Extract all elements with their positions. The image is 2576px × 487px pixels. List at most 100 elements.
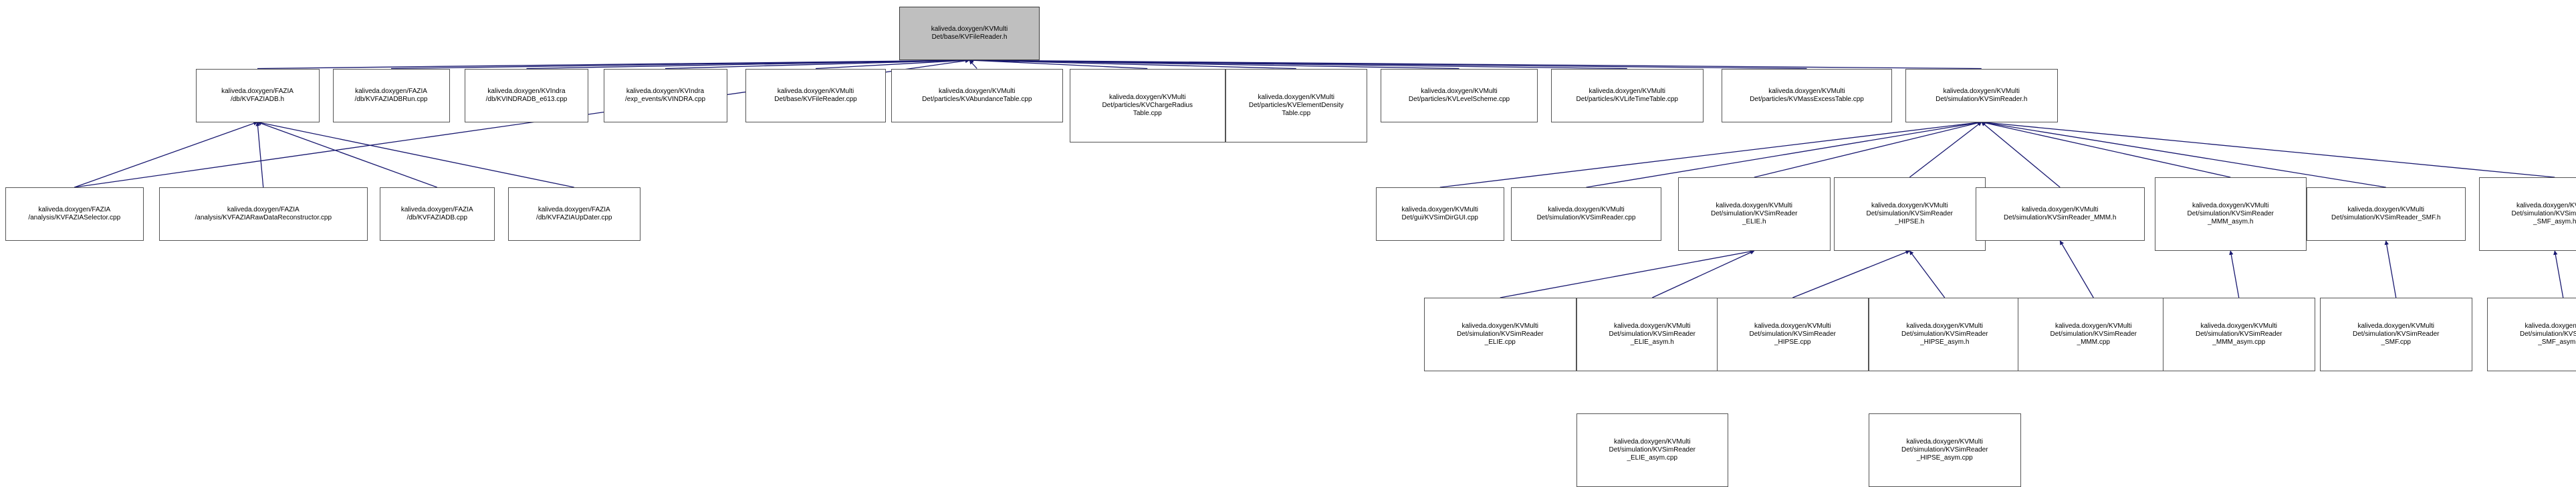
node-label-line: Det/simulation/KVSimReader	[1609, 446, 1696, 454]
edge-elie-h-to-simreader-h	[1754, 122, 1982, 178]
node-label-line: kaliveda.doxygen/KVMulti	[2192, 202, 2269, 210]
node-fazia-selector[interactable]: kaliveda.doxygen/FAZIA/analysis/KVFAZIAS…	[5, 187, 144, 241]
node-label-line: Det/simulation/KVSimReader.h	[1936, 96, 2027, 104]
node-fazia-db-cpp[interactable]: kaliveda.doxygen/FAZIA/db/KVFAZIADB.cpp	[380, 187, 495, 241]
node-label-line: kaliveda.doxygen/KVMulti	[2516, 202, 2576, 210]
node-label-line: kaliveda.doxygen/KVMulti	[1943, 88, 2020, 96]
edge-abundance-to-root	[969, 60, 977, 69]
node-label-line: Det/simulation/KVSimReader	[1609, 330, 1696, 338]
node-label-line: Det/simulation/KVSimReader	[2196, 330, 2282, 338]
node-label-line: kaliveda.doxygen/KVMulti	[1401, 206, 1478, 214]
node-fazia-dbrun[interactable]: kaliveda.doxygen/FAZIA/db/KVFAZIADBRun.c…	[333, 69, 450, 122]
node-smf-asym-h[interactable]: kaliveda.doxygen/KVMultiDet/simulation/K…	[2479, 177, 2576, 251]
node-label-line: kaliveda.doxygen/KVMulti	[1906, 438, 1983, 446]
node-label-line: kaliveda.doxygen/KVMulti	[2055, 322, 2132, 330]
node-label-line: kaliveda.doxygen/KVMulti	[778, 88, 854, 96]
node-label-line: Det/simulation/KVSimReader	[1750, 330, 1837, 338]
node-fazia-dbfile[interactable]: kaliveda.doxygen/FAZIA/db/KVFAZIADB.h	[196, 69, 320, 122]
node-label-line: Det/simulation/KVSimReader	[2520, 330, 2576, 338]
node-label-line: Det/simulation/KVSimReader.cpp	[1537, 214, 1636, 222]
node-smf-asym-cpp[interactable]: kaliveda.doxygen/KVMultiDet/simulation/K…	[2487, 298, 2576, 371]
node-label-line: Det/simulation/KVSimReader	[1867, 210, 1954, 218]
node-label-line: _MMM.cpp	[2077, 338, 2110, 347]
node-label-line: /db/KVFAZIADBRun.cpp	[355, 96, 428, 104]
edge-hipse-asym-h-to-hipse-h	[1909, 251, 1945, 298]
node-label-line: kaliveda.doxygen/KVMulti	[939, 88, 1016, 96]
node-label-line: kaliveda.doxygen/KVMulti	[1871, 202, 1948, 210]
node-label-line: /db/KVINDRADB_e613.cpp	[486, 96, 568, 104]
node-label-line: kaliveda.doxygen/KVMulti	[1716, 202, 1792, 210]
node-label-line: kaliveda.doxygen/KVMulti	[2022, 206, 2099, 214]
node-label-line: kaliveda.doxygen/FAZIA	[221, 88, 294, 96]
edge-mmm-asym-h-to-simreader-h	[1982, 122, 2231, 178]
node-label-line: kaliveda.doxygen/KVMulti	[1754, 322, 1831, 330]
edge-mmm-cpp-to-mmm-h	[2060, 241, 2093, 298]
edge-smf-cpp-to-smf-h	[2386, 241, 2396, 298]
node-label-line: Det/particles/KVLifeTimeTable.cpp	[1576, 96, 1678, 104]
node-label-line: Det/simulation/KVSimReader	[1711, 210, 1798, 218]
node-label-line: Det/simulation/KVSimReader	[1901, 446, 1988, 454]
node-label-line: _HIPSE_asym.cpp	[1917, 454, 1973, 462]
edge-fazia-selector-to-fazia-dbfile	[74, 122, 257, 188]
node-label-line: /db/KVFAZIADB.cpp	[406, 214, 467, 222]
edge-fazia-raw-to-fazia-dbfile	[257, 122, 263, 188]
node-label-line: kaliveda.doxygen/KVMulti	[2347, 206, 2424, 214]
node-label-line: _HIPSE.cpp	[1774, 338, 1810, 347]
node-label-line: kaliveda.doxygen/KVMulti	[931, 25, 1008, 33]
node-label-line: kaliveda.doxygen/KVMulti	[1421, 88, 1498, 96]
node-label-line: _SMF_asym.h	[2533, 218, 2576, 226]
node-label-line: kaliveda.doxygen/KVIndra	[626, 88, 704, 96]
node-label-line: kaliveda.doxygen/FAZIA	[401, 206, 473, 214]
edge-hipse-cpp-to-hipse-h	[1792, 251, 1909, 298]
node-label-line: Det/simulation/KVSimReader	[1901, 330, 1988, 338]
node-label-line: /analysis/KVFAZIASelector.cpp	[28, 214, 120, 222]
edge-elie-cpp-to-elie-h	[1500, 251, 1754, 298]
node-indra-exp[interactable]: kaliveda.doxygen/KVIndra/exp_events/KVIN…	[604, 69, 727, 122]
node-label-line: /analysis/KVFAZIARawDataReconstructor.cp…	[195, 214, 332, 222]
node-label-line: kaliveda.doxygen/KVMulti	[1109, 94, 1186, 102]
edge-smf-asym-h-to-simreader-h	[1982, 122, 2555, 178]
node-label-line: Det/simulation/KVSimReader_SMF.h	[2331, 214, 2440, 222]
node-label-line: _HIPSE_asym.h	[1920, 338, 1969, 347]
node-label-line: _ELIE.h	[1742, 218, 1766, 226]
node-label-line: _MMM_asym.h	[2208, 218, 2253, 226]
node-indra-db[interactable]: kaliveda.doxygen/KVIndra/db/KVINDRADB_e6…	[465, 69, 588, 122]
node-label-line: _ELIE_asym.cpp	[1627, 454, 1677, 462]
node-fazia-raw[interactable]: kaliveda.doxygen/FAZIA/analysis/KVFAZIAR…	[159, 187, 368, 241]
node-label-line: kaliveda.doxygen/KVMulti	[1258, 94, 1334, 102]
node-label-line: kaliveda.doxygen/FAZIA	[538, 206, 610, 214]
node-label-line: Det/base/KVFileReader.cpp	[774, 96, 856, 104]
node-label-line: _ELIE_asym.h	[1631, 338, 1674, 347]
node-label-line: kaliveda.doxygen/FAZIA	[355, 88, 427, 96]
node-fazia-updater[interactable]: kaliveda.doxygen/FAZIA/db/KVFAZIAUpDater…	[508, 187, 640, 241]
node-label-line: Det/particles/KVAbundanceTable.cpp	[922, 96, 1032, 104]
node-label-line: kaliveda.doxygen/KVMulti	[2200, 322, 2277, 330]
node-label-line: Det/simulation/KVSimReader_MMM.h	[2004, 214, 2116, 222]
node-label-line: Det/particles/KVMassExcessTable.cpp	[1750, 96, 1864, 104]
